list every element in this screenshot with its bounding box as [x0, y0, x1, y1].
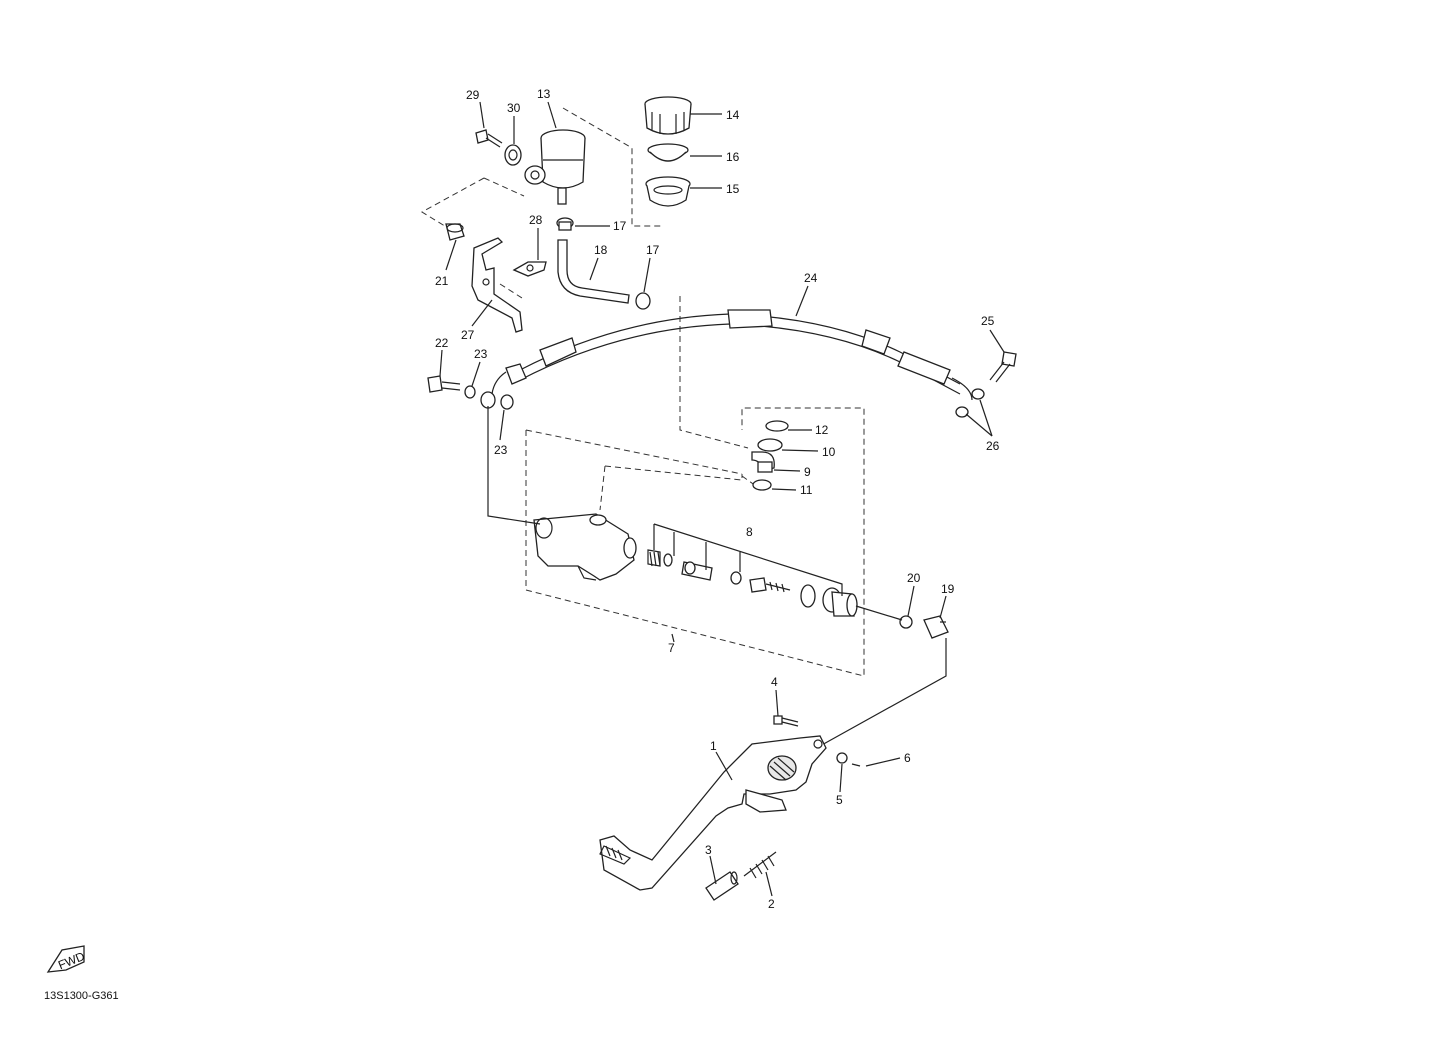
callout-3: 3: [705, 843, 712, 857]
callout-20: 20: [907, 571, 921, 585]
callout-8: 8: [746, 525, 753, 539]
clip-28: [512, 261, 547, 277]
banjo-bolt-22: [427, 375, 461, 393]
oring-12: [765, 420, 789, 432]
callout-22: 22: [435, 336, 449, 350]
master-cylinder-body: [533, 513, 637, 581]
diaphragm: [645, 176, 691, 207]
callout-11: 11: [800, 483, 813, 497]
fwd-arrow-icon: FWD: [46, 945, 87, 973]
callout-12: 12: [815, 423, 829, 437]
callout-4: 4: [771, 675, 778, 689]
leader-lines: [439, 101, 1005, 897]
callout-27: 27: [461, 328, 475, 342]
washer-23-lower: [500, 394, 514, 410]
callout-18: 18: [594, 243, 608, 257]
bolt-4: [773, 715, 799, 727]
spring-2: [743, 851, 777, 879]
callout-14: 14: [726, 108, 740, 122]
callout-17-upper: 17: [613, 219, 627, 233]
callout-25: 25: [981, 314, 995, 328]
brake-hose: [491, 309, 973, 401]
banjo-fitting: [480, 391, 496, 409]
locknut-20: [899, 615, 913, 629]
callouts: 1 2 3 4 5 6 7 8 9 10 11 12 13 14 15 16 1…: [435, 87, 1000, 911]
callout-23-upper: 23: [474, 347, 488, 361]
reservoir-hose: [557, 239, 630, 304]
callout-7: 7: [668, 641, 675, 655]
reservoir-cap: [644, 96, 692, 135]
callout-29: 29: [466, 88, 480, 102]
washer-26-upper: [971, 388, 985, 400]
reservoir-tank: [524, 129, 586, 205]
callout-9: 9: [804, 465, 811, 479]
callout-21: 21: [435, 274, 449, 288]
diaphragm-plate: [647, 143, 689, 162]
hose-clamp-upper: [556, 217, 574, 231]
callout-2: 2: [768, 897, 775, 911]
callout-16: 16: [726, 150, 740, 164]
bolt-29: [475, 129, 503, 148]
oring-11: [752, 479, 772, 491]
diagram-code: 13S1300-G361: [44, 990, 119, 1002]
washer-10: [757, 438, 783, 452]
callout-19: 19: [941, 582, 955, 596]
bracket-27: [471, 237, 523, 333]
cotter-pin-6: [851, 763, 861, 767]
hose-clamp-lower: [635, 292, 651, 310]
callout-6: 6: [904, 751, 911, 765]
washer-23-upper: [464, 385, 476, 399]
callout-5: 5: [836, 793, 843, 807]
piston-kit: [647, 549, 858, 617]
callout-10: 10: [822, 445, 836, 459]
banjo-bolt-25: [989, 351, 1017, 383]
union-9: [751, 451, 775, 473]
callout-26: 26: [986, 439, 1000, 453]
callout-1: 1: [710, 739, 717, 753]
callout-17-lower: 17: [646, 243, 660, 257]
collar-21: [445, 223, 465, 241]
callout-24: 24: [804, 271, 818, 285]
spacer-3: [705, 871, 739, 901]
washer-26-lower: [955, 406, 969, 418]
callout-30: 30: [507, 101, 521, 115]
callout-28: 28: [529, 213, 543, 227]
washer-5: [836, 752, 848, 764]
clevis-19: [923, 615, 949, 639]
callout-13: 13: [537, 87, 551, 101]
brake-pedal: [599, 735, 827, 891]
callout-15: 15: [726, 182, 740, 196]
grommet-30: [504, 144, 522, 166]
callout-23-lower: 23: [494, 443, 508, 457]
